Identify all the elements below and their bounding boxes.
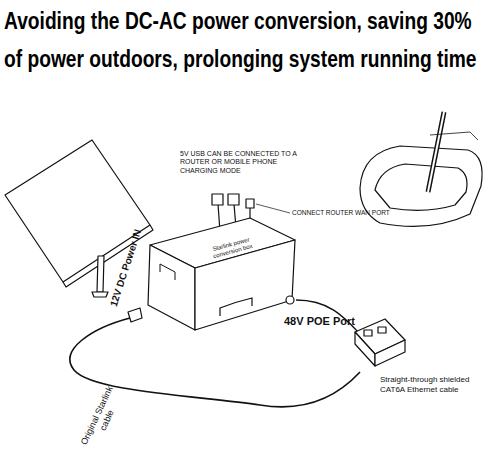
cable-label: Original Starlink cable — [79, 384, 126, 450]
dish-foot — [92, 292, 108, 297]
ethernet-plug — [246, 199, 254, 208]
port-label: CONNECT ROUTER WAN PORT — [292, 209, 432, 217]
poe-socket — [364, 330, 372, 336]
poe-injector-side — [355, 332, 375, 366]
poe-injector-front — [375, 340, 405, 366]
dish-mast — [97, 256, 104, 292]
cable-label: Straight-through shielded CAT6A Ethernet… — [380, 375, 488, 394]
router-antenna — [428, 112, 444, 192]
port-label: 48V POE Port — [284, 315, 374, 328]
usb-plug — [212, 194, 223, 205]
port-label: 12V DC Power IN — [106, 223, 145, 312]
poe-socket — [378, 327, 386, 333]
cable-plug — [128, 308, 142, 322]
router-antenna-inner — [428, 112, 444, 192]
box-outline — [140, 212, 305, 334]
note-label: 5V USB CAN BE CONNECTED TO A ROUTER OR M… — [180, 150, 310, 175]
router-top — [375, 164, 467, 210]
title: Avoiding the DC-AC power conversion, sav… — [4, 2, 484, 78]
usb-plug — [228, 194, 239, 205]
conversion-box: Starlink power conversion box — [140, 212, 305, 334]
router-detail — [430, 132, 478, 140]
leader-line — [256, 204, 290, 213]
